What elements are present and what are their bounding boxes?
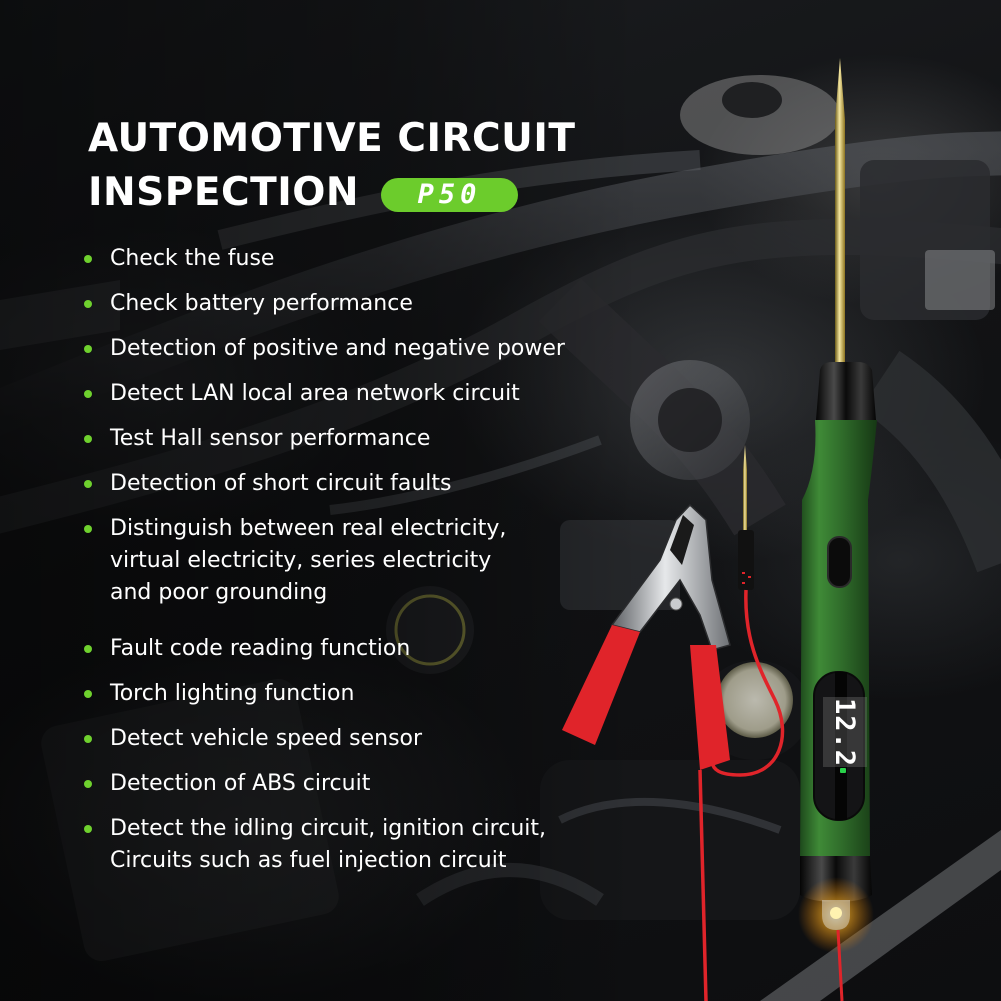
- bullet-icon: [84, 690, 92, 698]
- display-reading: 12.2: [829, 697, 861, 767]
- headline-line-2-text: INSPECTION: [88, 170, 359, 215]
- feature-item: Detect vehicle speed sensor: [82, 723, 565, 755]
- feature-text: Detection of ABS circuit: [110, 771, 371, 796]
- feature-text-line: Circuits such as fuel injection circuit: [110, 848, 507, 873]
- headline-line-1: AUTOMOTIVE CIRCUIT: [88, 116, 576, 161]
- feature-text: Detect LAN local area network circuit: [110, 381, 520, 406]
- bullet-icon: [84, 735, 92, 743]
- model-badge: P50: [381, 178, 518, 212]
- feature-text: Fault code reading function: [110, 636, 411, 661]
- feature-item: Detect the idling circuit, ignition circ…: [82, 813, 565, 877]
- feature-text-line: Detect the idling circuit, ignition circ…: [110, 816, 546, 841]
- feature-text: Test Hall sensor performance: [110, 426, 431, 451]
- device-display: 12.2: [823, 697, 867, 767]
- feature-text: Check battery performance: [110, 291, 413, 316]
- feature-item: Torch lighting function: [82, 678, 565, 710]
- feature-text-line: virtual electricity, series electricity: [110, 548, 492, 573]
- bullet-icon: [84, 825, 92, 833]
- feature-item: Detection of ABS circuit: [82, 768, 565, 800]
- feature-text: Torch lighting function: [110, 681, 355, 706]
- feature-item: Detect LAN local area network circuit: [82, 378, 565, 410]
- feature-item: Fault code reading function: [82, 633, 565, 665]
- feature-text: Detect vehicle speed sensor: [110, 726, 423, 751]
- feature-item: Check battery performance: [82, 288, 565, 320]
- bullet-icon: [84, 435, 92, 443]
- feature-item: Distinguish between real electricity, vi…: [82, 513, 565, 609]
- feature-text: Detection of short circuit faults: [110, 471, 452, 496]
- feature-item: Test Hall sensor performance: [82, 423, 565, 455]
- bullet-icon: [84, 525, 92, 533]
- feature-text-line: Distinguish between real electricity,: [110, 516, 507, 541]
- bullet-icon: [84, 480, 92, 488]
- feature-text: Detection of positive and negative power: [110, 336, 565, 361]
- bullet-icon: [84, 345, 92, 353]
- text-vignette: [0, 0, 640, 1001]
- headline-line-2: INSPECTION P50: [88, 166, 575, 220]
- bullet-icon: [84, 300, 92, 308]
- feature-text: Check the fuse: [110, 246, 275, 271]
- feature-list: Check the fuse Check battery performance…: [82, 243, 565, 890]
- feature-text-line: and poor grounding: [110, 580, 328, 605]
- feature-item: Check the fuse: [82, 243, 565, 275]
- feature-item: Detection of positive and negative power: [82, 333, 565, 365]
- bullet-icon: [84, 390, 92, 398]
- headline: AUTOMOTIVE CIRCUIT INSPECTION P50: [88, 112, 575, 220]
- feature-item: Detection of short circuit faults: [82, 468, 565, 500]
- bullet-icon: [84, 255, 92, 263]
- bullet-icon: [84, 780, 92, 788]
- bullet-icon: [84, 645, 92, 653]
